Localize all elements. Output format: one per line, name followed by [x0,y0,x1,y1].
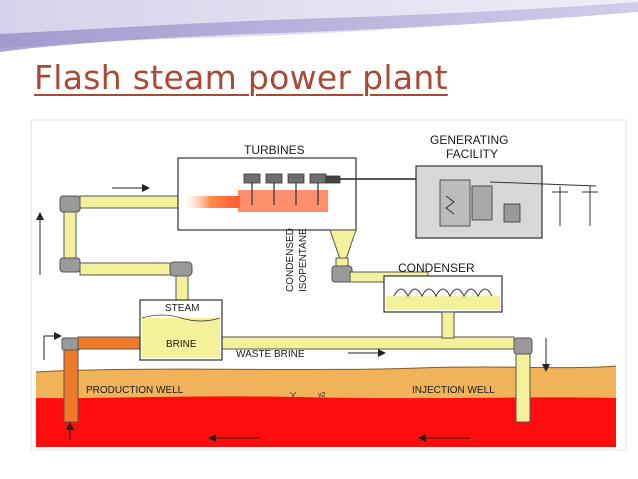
ground-layers [35,365,617,447]
label-condensed: CONDENSED [285,228,296,292]
label-generating: GENERATING [430,133,508,147]
flash-tank [139,299,223,361]
slide-title: Flash steam power plant [34,58,448,97]
arrow-production-up [43,332,62,360]
generating-facility [415,165,598,239]
turbine-house [177,157,420,263]
label-steam: STEAM [165,303,199,314]
ground-mark-1: 'v' [290,392,296,399]
label-turbines: TURBINES [244,143,305,157]
label-production-well: PRODUCTION WELL [86,385,184,396]
label-facility: FACILITY [446,147,498,161]
flow-arrows [36,184,550,442]
power-line-pylon-icon [552,186,598,226]
condenser [383,275,503,339]
steam-pipe [59,195,193,302]
ground-mark-2: v2 [318,392,326,399]
label-condenser: CONDENSER [398,261,475,275]
turbine-icon [243,173,341,184]
label-isopentane: ISOPENTANE [298,228,309,292]
label-brine: BRINE [166,339,197,350]
label-injection-well: INJECTION WELL [412,385,495,396]
label-waste-brine: WASTE BRINE [236,349,305,360]
